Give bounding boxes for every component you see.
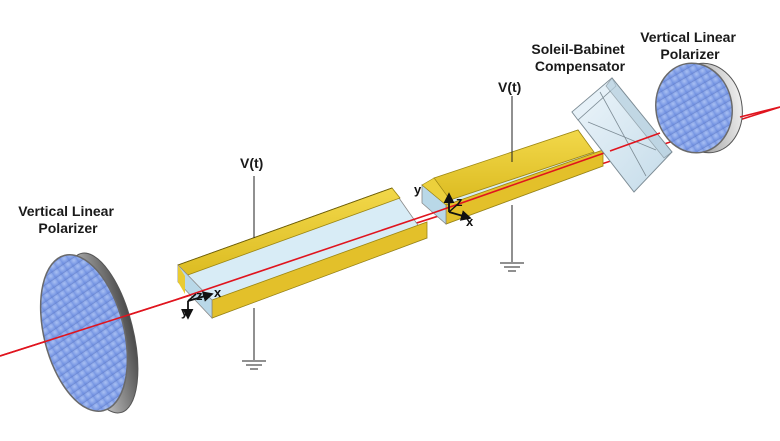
right-voltage-lead: V(t)	[498, 79, 524, 272]
right-axis-y-label: y	[414, 182, 422, 197]
left-polarizer-label: Vertical Linear Polarizer	[18, 203, 118, 236]
right-polarizer	[655, 62, 743, 154]
soleil-babinet-compensator	[571, 77, 673, 193]
left-crystal-axes: x y z	[181, 285, 222, 320]
left-polarizer-glass	[39, 254, 129, 412]
left-electro-optic-crystal	[177, 187, 428, 320]
right-axis-x-label: x	[466, 214, 474, 229]
right-polarizer-label: Vertical Linear Polarizer	[640, 29, 740, 62]
left-polarizer	[39, 252, 139, 414]
right-ground-icon	[500, 262, 524, 272]
left-axis-x-label: x	[214, 285, 222, 300]
left-voltage-lead: V(t)	[240, 155, 266, 370]
right-crystal-axes: x y z	[414, 182, 474, 229]
left-axis-z-label: z	[196, 288, 203, 303]
compensator-label: Soleil-Babinet Compensator	[531, 41, 628, 74]
left-ground-icon	[242, 360, 266, 370]
left-axis-y-label: y	[181, 304, 189, 319]
left-voltage-label: V(t)	[240, 155, 263, 171]
laser-beam-front-segment	[0, 299, 176, 357]
right-polarizer-glass	[655, 62, 733, 154]
right-axis-z-label: z	[456, 194, 463, 209]
right-voltage-label: V(t)	[498, 79, 521, 95]
